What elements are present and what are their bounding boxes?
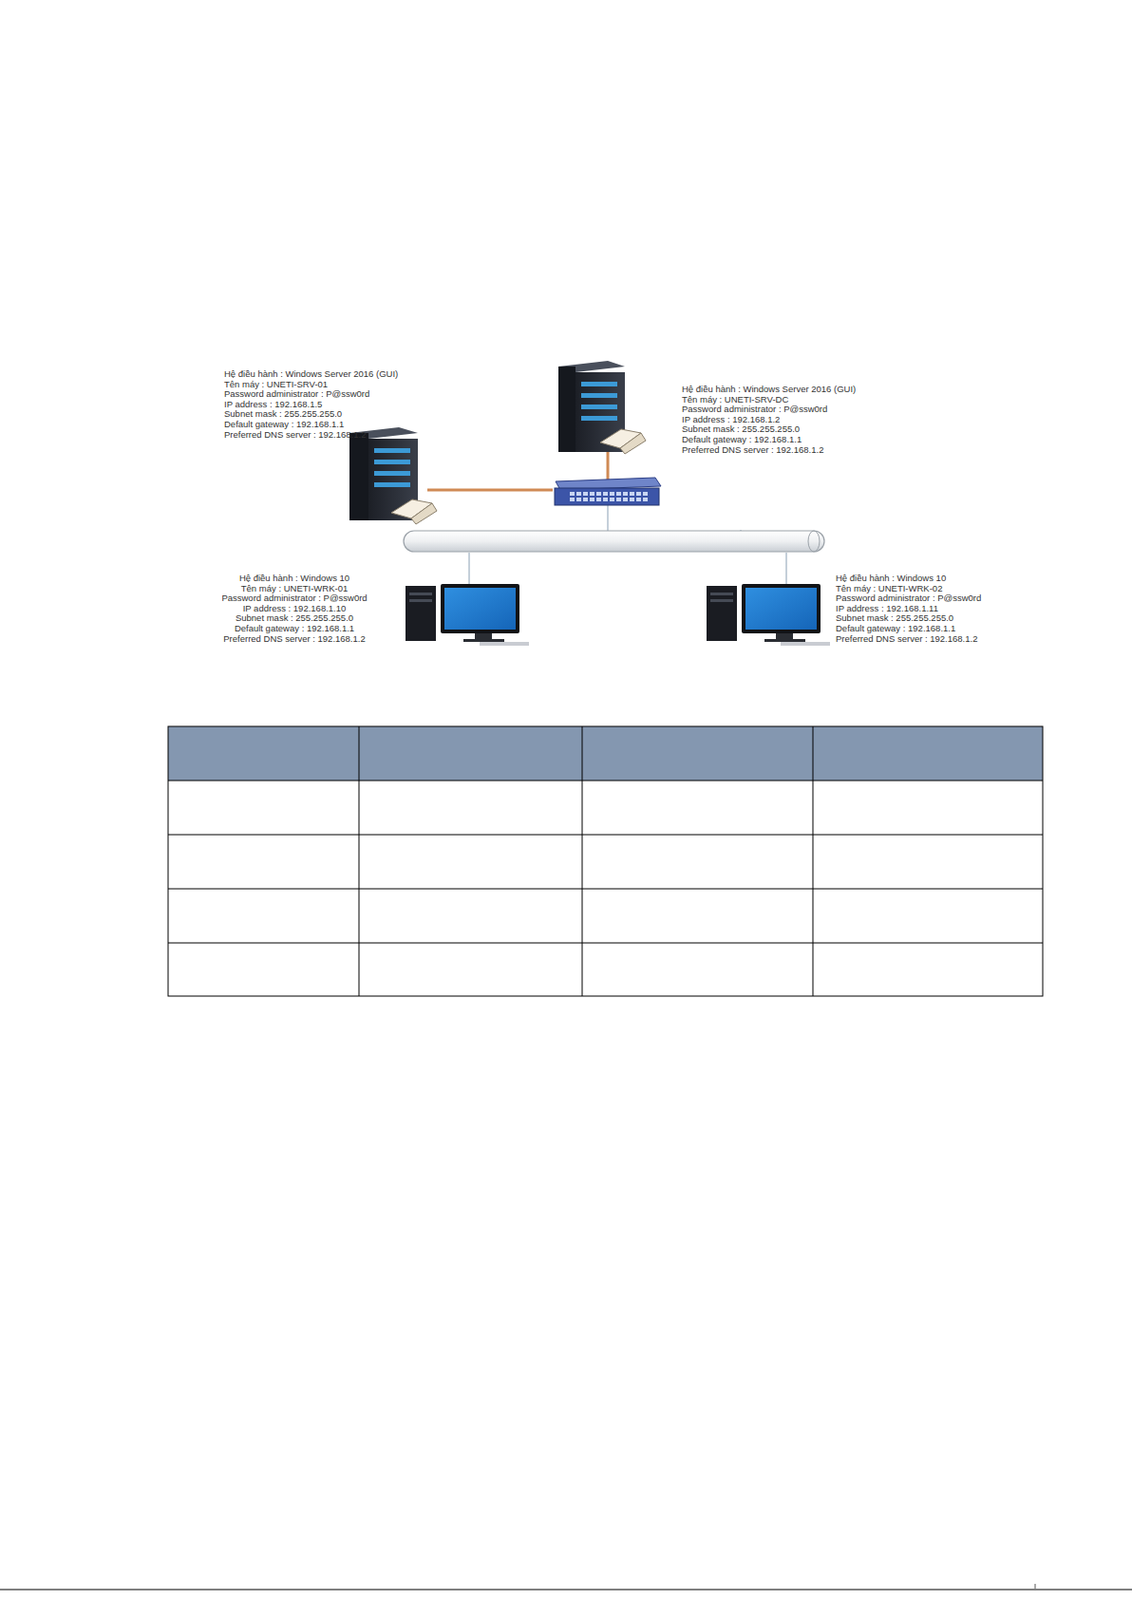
server-icon: [349, 427, 437, 525]
spec-line: IP address : 192.168.1.10: [195, 603, 394, 615]
spec-line: Preferred DNS server : 192.168.1.2: [195, 634, 394, 645]
network-wire: [427, 446, 787, 585]
spec-line: Subnet mask : 255.255.255.0: [195, 613, 394, 624]
footer-rule: [0, 1584, 1132, 1590]
spec-line: Subnet mask : 255.255.255.0: [224, 409, 403, 420]
spec-line: Subnet mask : 255.255.255.0: [835, 613, 986, 624]
spec-line: Password administrator : P@ssw0rd: [835, 593, 986, 604]
machine-spec: Hệ điều hành : Windows Server 2016 (GUI)…: [222, 368, 405, 441]
workstation-icon: [706, 584, 831, 646]
machine-spec: Hệ điều hành : Windows 10Tên máy : UNETI…: [833, 572, 988, 645]
spec-line: Hệ điều hành : Windows 10: [835, 573, 986, 585]
spec-line: Hệ điều hành : Windows Server 2016 (GUI): [681, 384, 861, 396]
spec-line: Hệ điều hành : Windows Server 2016 (GUI): [224, 369, 403, 380]
spec-line: Default gateway : 192.168.1.1: [224, 419, 403, 431]
spec-line: Tên máy : UNETI-SRV-01: [224, 379, 403, 391]
machine-spec: Hệ điều hành : Windows 10Tên máy : UNETI…: [193, 572, 396, 645]
spec-line: Preferred DNS server : 192.168.1.2: [224, 430, 403, 441]
machine-spec: Hệ điều hành : Windows Server 2016 (GUI)…: [679, 383, 863, 456]
spec-line: Tên máy : UNETI-WRK-02: [835, 584, 986, 595]
spec-line: IP address : 192.168.1.2: [681, 415, 861, 426]
network-backbone: [403, 530, 825, 552]
spec-line: Hệ điều hành : Windows 10: [195, 573, 394, 585]
spec-line: IP address : 192.168.1.5: [224, 399, 403, 411]
spec-line: Password administrator : P@ssw0rd: [224, 389, 403, 400]
spec-line: Password administrator : P@ssw0rd: [195, 593, 394, 604]
spec-line: IP address : 192.168.1.11: [835, 603, 986, 615]
spec-line: Default gateway : 192.168.1.1: [835, 623, 986, 635]
spec-line: Subnet mask : 255.255.255.0: [681, 424, 861, 435]
server-icon: [558, 360, 646, 454]
empty-table: [168, 726, 1043, 997]
spec-line: Preferred DNS server : 192.168.1.2: [681, 445, 861, 456]
network-switch: [554, 477, 661, 506]
spec-line: Password administrator : P@ssw0rd: [681, 404, 861, 416]
spec-line: Default gateway : 192.168.1.1: [195, 623, 394, 635]
spec-line: Default gateway : 192.168.1.1: [681, 434, 861, 446]
workstation-icon: [405, 584, 529, 646]
spec-line: Tên máy : UNETI-SRV-DC: [681, 395, 861, 406]
spec-line: Tên máy : UNETI-WRK-01: [195, 584, 394, 595]
spec-line: Preferred DNS server : 192.168.1.2: [835, 634, 986, 645]
